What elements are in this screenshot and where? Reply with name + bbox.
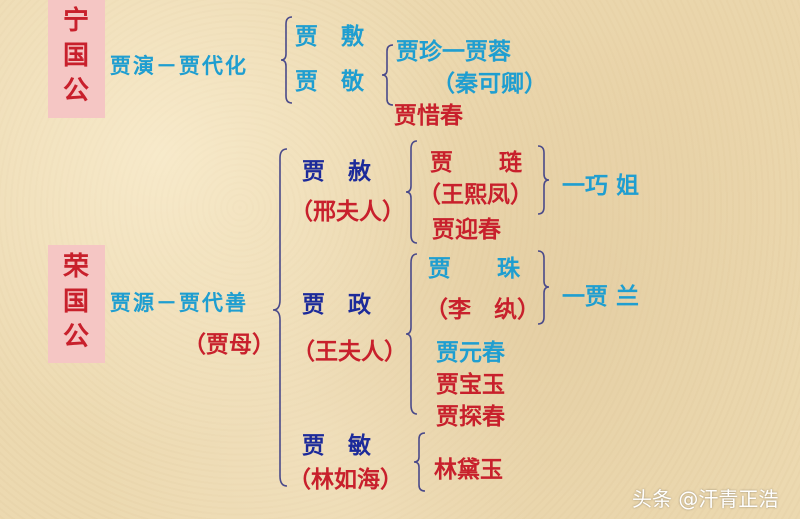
ning-son-jing: 贾 敬: [295, 69, 364, 95]
brace-jing-children: [381, 44, 395, 110]
brace-zhu-couple: [537, 250, 551, 329]
jia-yuanchun: 贾元春: [436, 340, 505, 366]
jia-mu: （贾母）: [183, 332, 275, 358]
ning-guo-gong-label: 宁 国 公: [62, 6, 89, 106]
wang-furen: （王夫人）: [292, 339, 407, 365]
rong-guo-gong-label: 荣 国 公: [62, 252, 89, 352]
brace-lian-couple: [537, 145, 551, 219]
xing-furen: （邢夫人）: [290, 199, 405, 225]
ning-lineage: 贾演－贾代化: [110, 54, 248, 78]
brace-rong-children: [271, 148, 289, 492]
brace-zheng-children: [405, 253, 419, 419]
brace-ning-sons: [280, 16, 294, 108]
brace-she-children: [405, 140, 419, 248]
qin-keqing: （秦可卿）: [432, 71, 547, 97]
qiaojie: 一巧 姐: [562, 173, 640, 199]
jia-zhen-line: 贾珍一贾蓉: [396, 39, 511, 65]
wang-xifeng: （王熙凤）: [418, 182, 533, 208]
jia-lian: 贾 琏: [430, 150, 522, 176]
jia-xichun: 贾惜春: [394, 103, 463, 129]
jia-min: 贾 敏: [302, 433, 371, 459]
jia-zheng: 贾 政: [302, 292, 371, 318]
lin-ruhai: （林如海）: [288, 467, 403, 493]
rong-lineage: 贾源－贾代善: [110, 291, 248, 315]
ning-son-fu: 贾 敷: [295, 24, 364, 50]
jia-lan: 一贾 兰: [562, 284, 640, 310]
li-wan: （李 纨）: [425, 297, 540, 323]
jia-zhu: 贾 珠: [428, 256, 520, 282]
jia-tanchun: 贾探春: [436, 404, 505, 430]
jia-baoyu: 贾宝玉: [436, 372, 505, 398]
rong-guo-gong-label-bg: [48, 245, 105, 363]
brace-min-children: [413, 432, 427, 496]
jia-she: 贾 赦: [302, 159, 371, 185]
jia-yingchun: 贾迎春: [432, 217, 501, 243]
lin-daiyu: 林黛玉: [434, 457, 503, 483]
ning-guo-gong-label-bg: [48, 0, 105, 118]
watermark: 头条 @汗青正浩: [632, 487, 779, 511]
